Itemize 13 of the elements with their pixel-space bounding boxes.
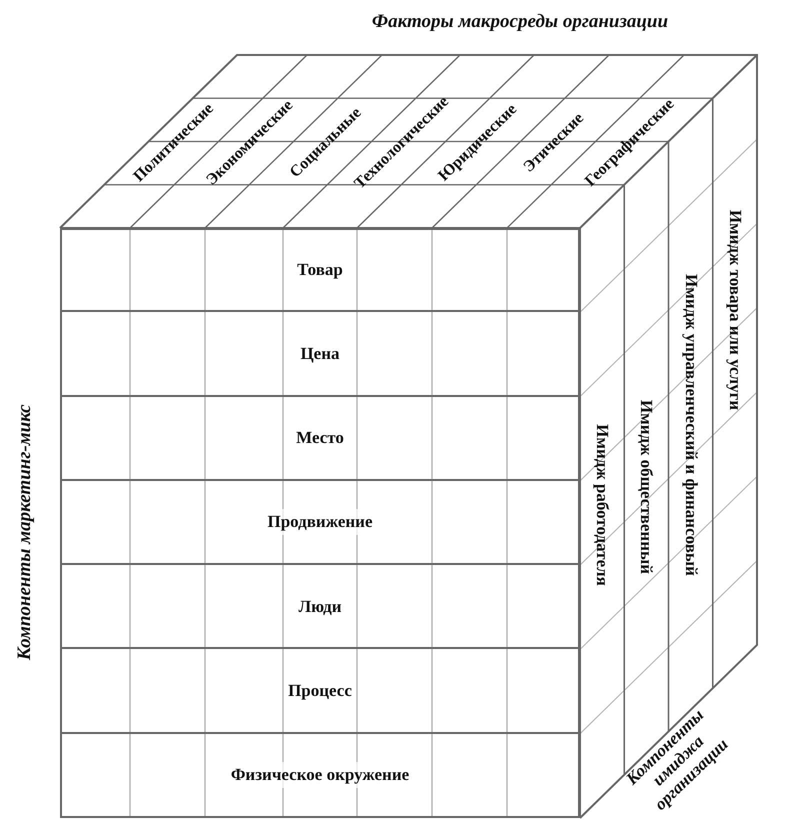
axis-title: Факторы макросреды организации <box>370 10 670 34</box>
axis-title: Компоненты маркетинг-микс <box>12 403 36 662</box>
layer-label: Имидж товара или услуги <box>722 145 747 475</box>
matrix-row <box>60 563 580 650</box>
matrix-row <box>60 732 580 818</box>
matrix-row <box>60 647 580 734</box>
layer-label: Имидж общественный <box>634 322 658 652</box>
matrix-row <box>60 310 580 397</box>
matrix-row <box>60 478 580 566</box>
layer-label: Имидж управленческий и финансовый <box>678 165 703 685</box>
layer-label: Имидж работодателя <box>590 355 614 655</box>
matrix-row <box>60 228 580 312</box>
matrix-row <box>60 394 580 481</box>
